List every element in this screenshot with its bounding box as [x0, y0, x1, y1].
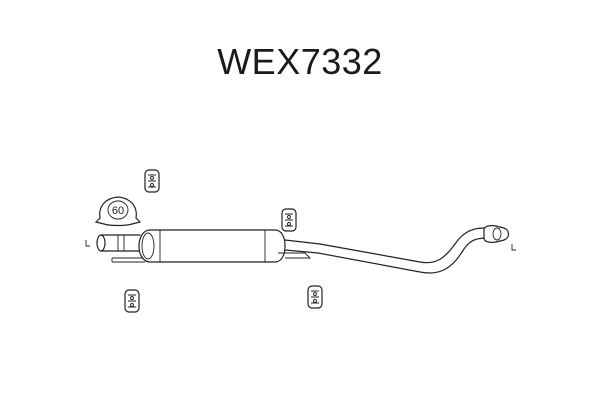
rubber-hanger-middle [281, 208, 297, 232]
silencer-box [138, 229, 286, 263]
rubber-hanger-bottom-left [124, 289, 140, 313]
rubber-hanger-top [144, 169, 160, 193]
clamp-size-label: 60 [112, 205, 124, 217]
bracket-right [511, 244, 516, 251]
outlet-flange [483, 225, 510, 243]
rubber-hanger-bottom-right [307, 285, 323, 309]
bracket-left [85, 240, 90, 247]
pipe-clamp: 60 [94, 196, 142, 227]
inlet-pipe [96, 234, 145, 263]
silencer-hanger-bracket [278, 252, 312, 259]
tail-pipe [284, 227, 487, 274]
part-number-title: WEX7332 [217, 41, 383, 82]
